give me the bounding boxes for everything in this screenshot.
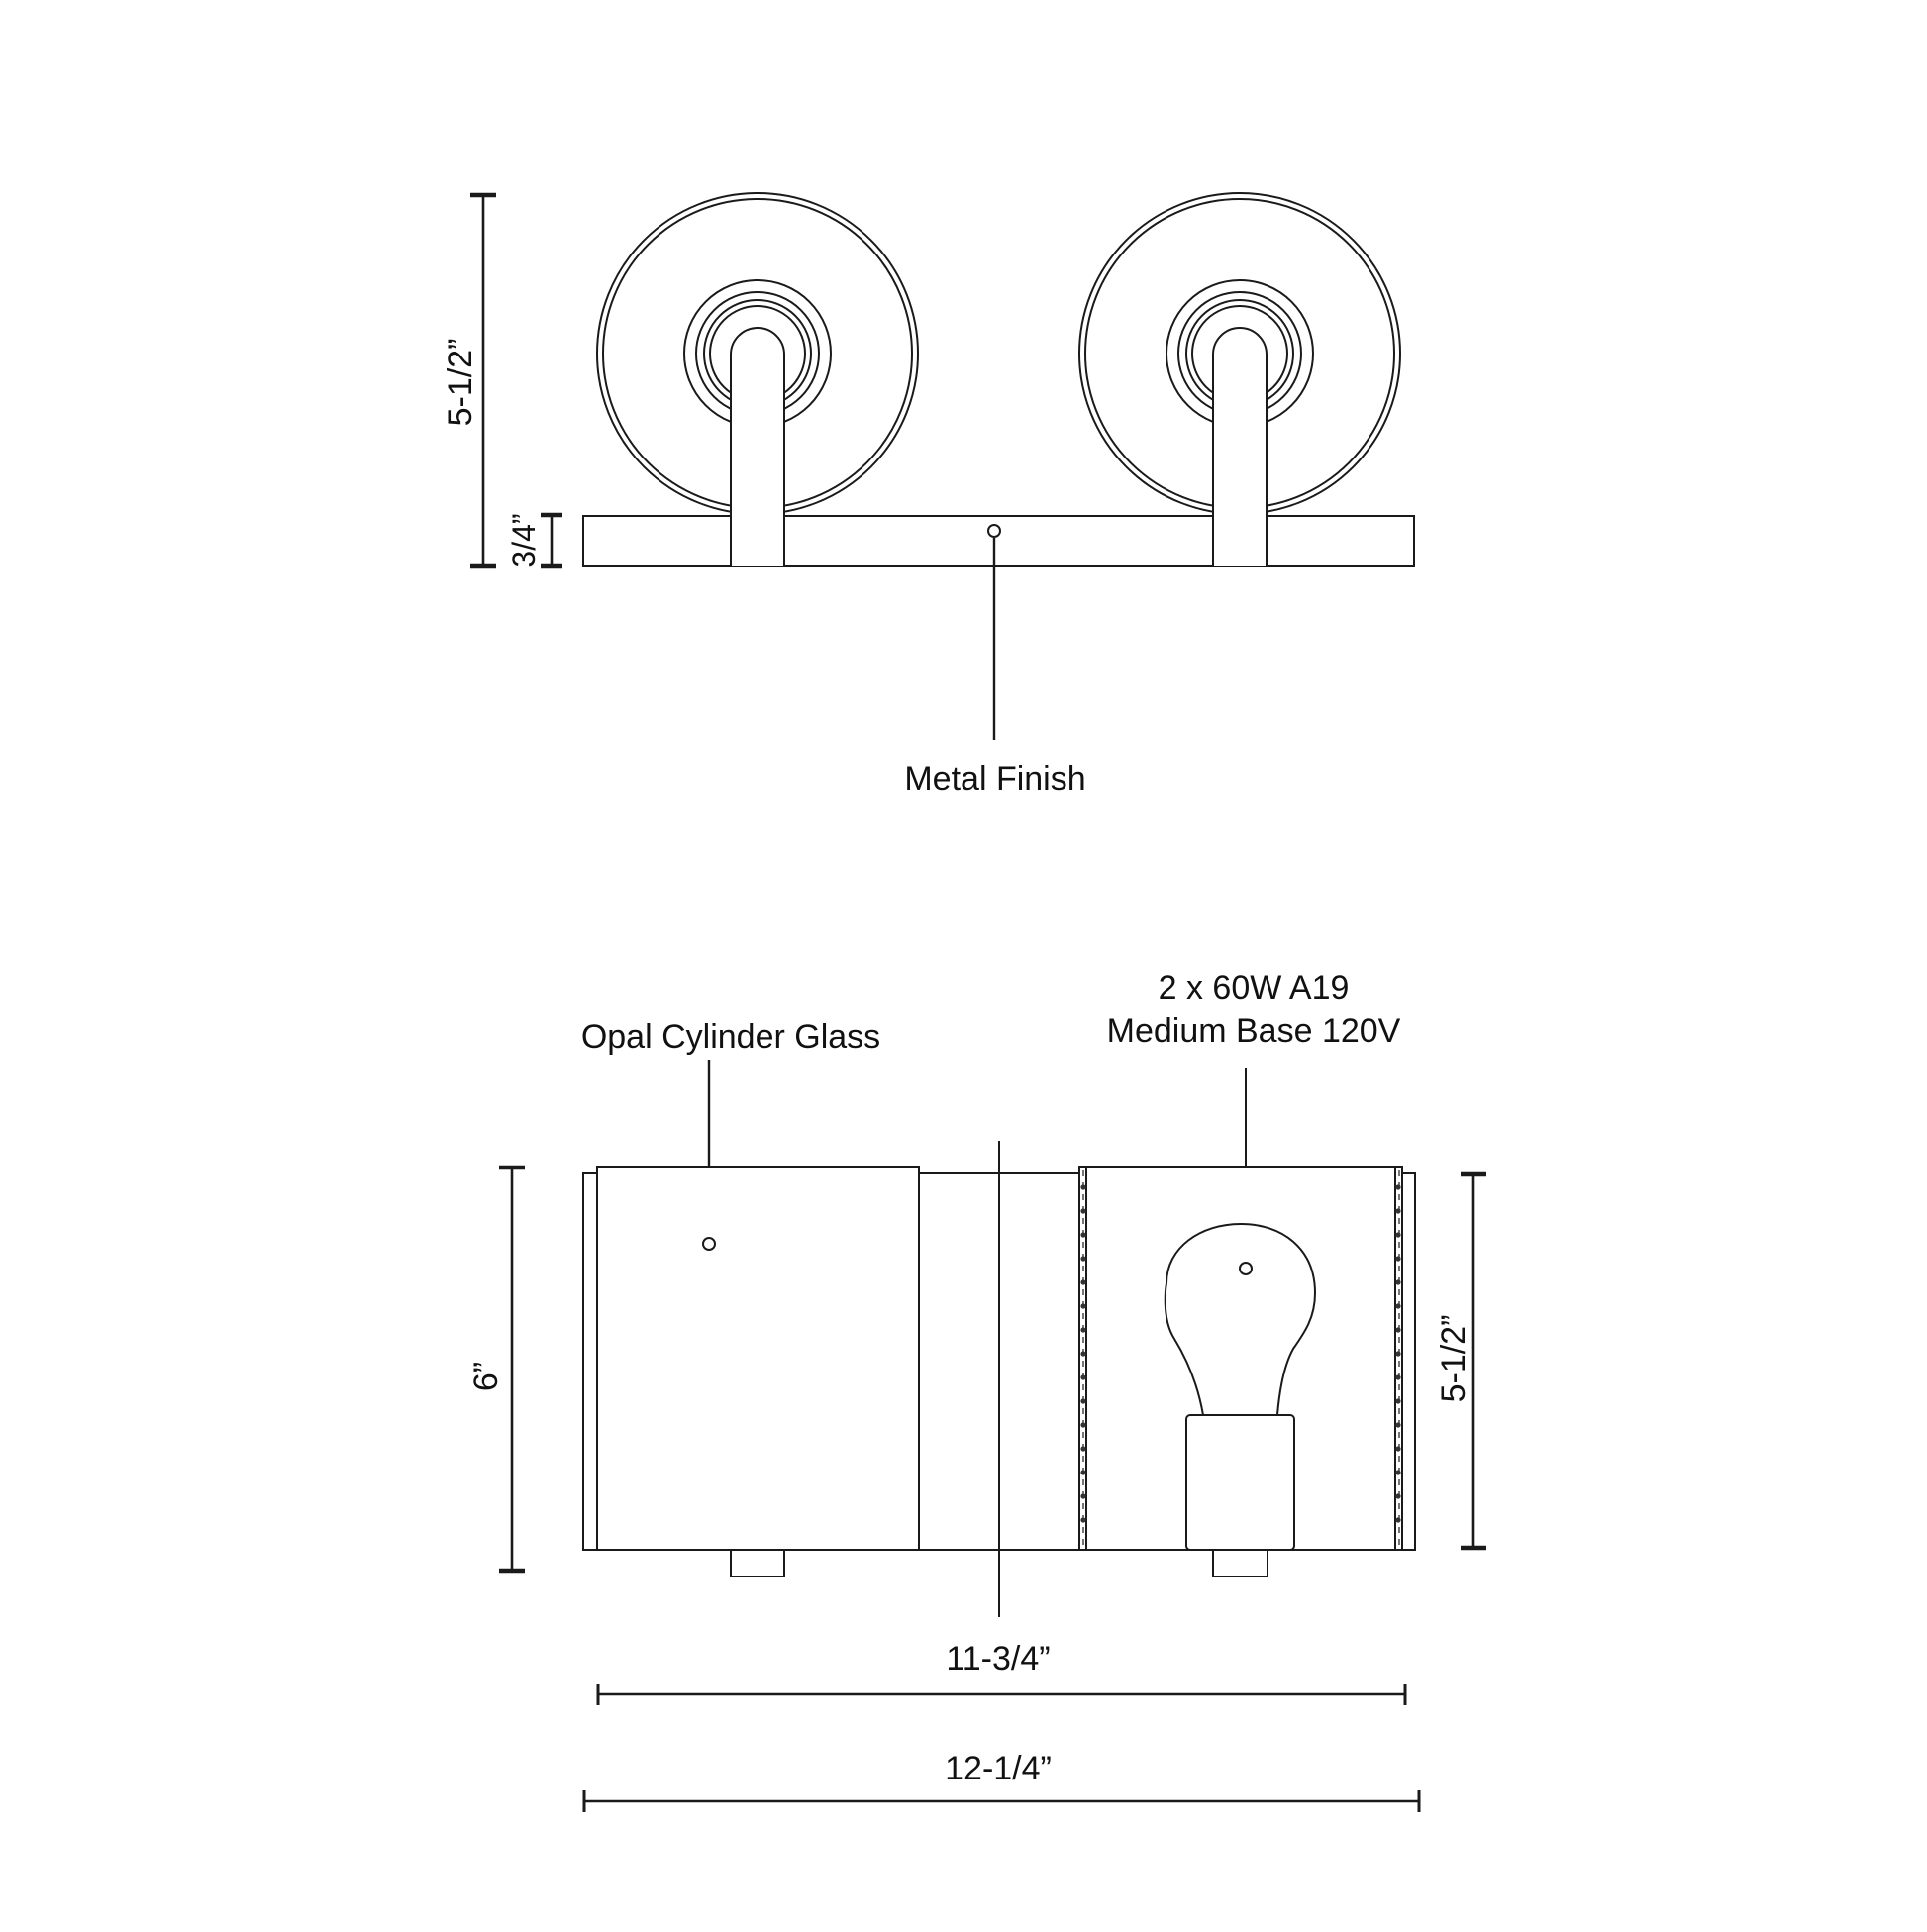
finish-label: Metal Finish (904, 761, 1085, 798)
bulb-label-line1: 2 x 60W A19 (1159, 969, 1350, 1007)
finish-callout: Metal Finish (904, 524, 1086, 798)
glass-callout: Opal Cylinder Glass (581, 1018, 880, 1238)
top-height-dimension: 5-1/2” (442, 192, 496, 569)
top-depth-label: 3/4” (506, 513, 542, 567)
bulb-label-line2: Medium Base 120V (1107, 1012, 1401, 1050)
bulb-icon (1164, 1222, 1317, 1551)
front-view: Opal Cylinder Glass 2 x 60W A19 Medium B… (467, 969, 1486, 1812)
left-socket-stub (730, 1549, 785, 1577)
bulb-callout-dot (1239, 1262, 1253, 1275)
right-edge-studs (1395, 1184, 1401, 1523)
glass-span-label: 11-3/4” (946, 1640, 1050, 1678)
right-arm-top (1212, 327, 1268, 566)
front-height-label: 6” (467, 1362, 505, 1391)
left-glass-cylinder (596, 1166, 920, 1551)
top-height-label: 5-1/2” (442, 339, 479, 427)
left-arm-top (730, 327, 785, 566)
glass-height-label: 5-1/2” (1435, 1315, 1472, 1403)
backplate-top (582, 515, 1415, 567)
glass-callout-dot (702, 1237, 716, 1251)
right-socket-stub (1212, 1549, 1268, 1577)
top-view: 5-1/2” 3/4” (442, 192, 1415, 798)
overall-width-dimension: 12-1/4” (582, 1750, 1421, 1812)
top-depth-dimension: 3/4” (506, 512, 562, 569)
left-edge-studs (1080, 1184, 1086, 1523)
bulb-callout: 2 x 60W A19 Medium Base 120V (1107, 969, 1401, 1263)
glass-span-dimension: 11-3/4” (596, 1640, 1407, 1705)
overall-width-label: 12-1/4” (945, 1750, 1052, 1787)
front-height-dimension: 6” (467, 1165, 525, 1574)
glass-height-dimension: 5-1/2” (1435, 1171, 1486, 1551)
glass-label: Opal Cylinder Glass (581, 1018, 880, 1056)
